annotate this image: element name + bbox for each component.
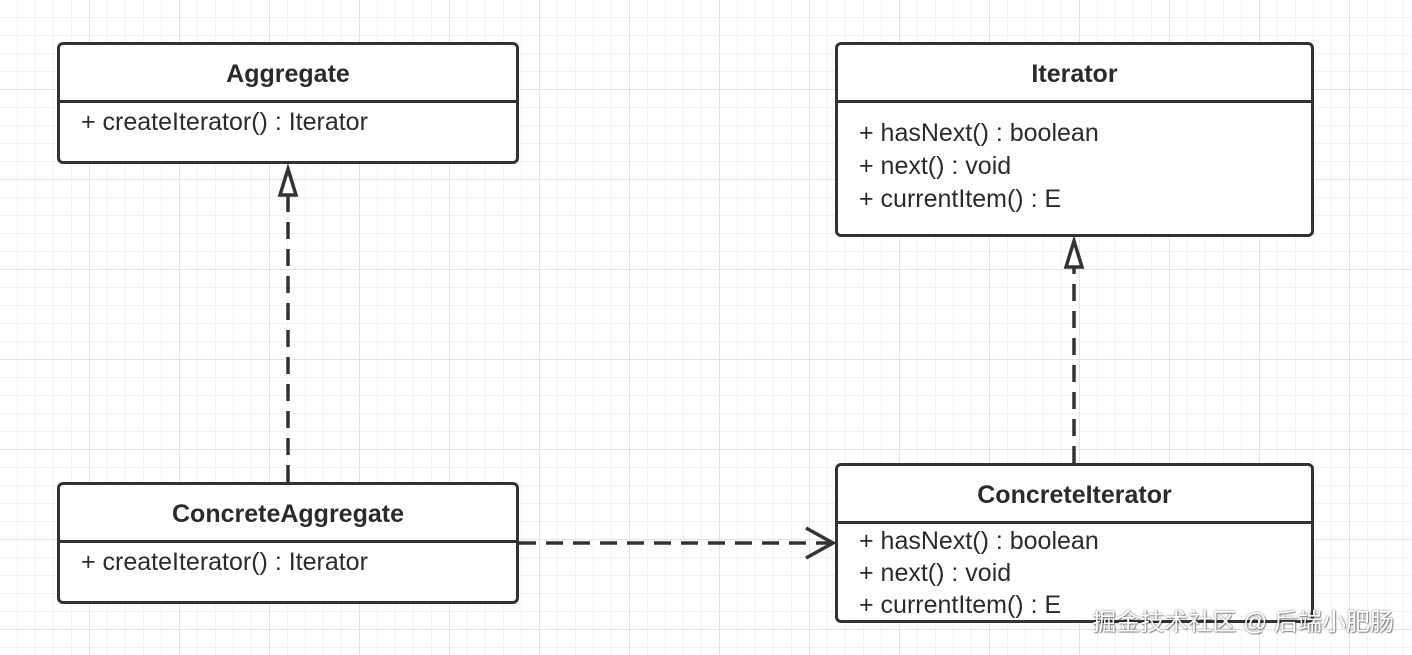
member-list: + hasNext() : boolean + next() : void + … bbox=[838, 524, 1311, 620]
class-concrete-iterator[interactable]: ConcreteIterator + hasNext() : boolean +… bbox=[835, 463, 1314, 623]
realization-arrowhead-aggregate bbox=[277, 163, 299, 197]
realization-arrowhead-iterator bbox=[1063, 235, 1085, 269]
member-current-item: + currentItem() : E bbox=[859, 185, 1062, 213]
member-has-next: + hasNext() : boolean bbox=[859, 119, 1099, 147]
watermark: 掘金技术社区 @ 后端小肥肠 bbox=[1092, 609, 1394, 636]
dependency-arrowhead bbox=[805, 526, 837, 560]
member-create-iterator: + createIterator() : Iterator bbox=[81, 108, 368, 136]
member-list: + createIterator() : Iterator bbox=[60, 543, 516, 579]
class-name: ConcreteIterator bbox=[838, 466, 1311, 524]
member-current-item: + currentItem() : E bbox=[859, 591, 1062, 619]
class-name: Iterator bbox=[838, 45, 1311, 103]
member-next: + next() : void bbox=[859, 152, 1012, 180]
member-has-next: + hasNext() : boolean bbox=[859, 527, 1099, 555]
member-list: + createIterator() : Iterator bbox=[60, 103, 516, 139]
class-iterator[interactable]: Iterator + hasNext() : boolean + next() … bbox=[835, 42, 1314, 237]
member-create-iterator: + createIterator() : Iterator bbox=[81, 548, 368, 576]
class-name: Aggregate bbox=[60, 45, 516, 103]
member-list: + hasNext() : boolean + next() : void + … bbox=[838, 103, 1311, 216]
class-name: ConcreteAggregate bbox=[60, 485, 516, 543]
class-concrete-aggregate[interactable]: ConcreteAggregate + createIterator() : I… bbox=[57, 482, 519, 604]
member-next: + next() : void bbox=[859, 559, 1012, 587]
class-aggregate[interactable]: Aggregate + createIterator() : Iterator bbox=[57, 42, 519, 164]
